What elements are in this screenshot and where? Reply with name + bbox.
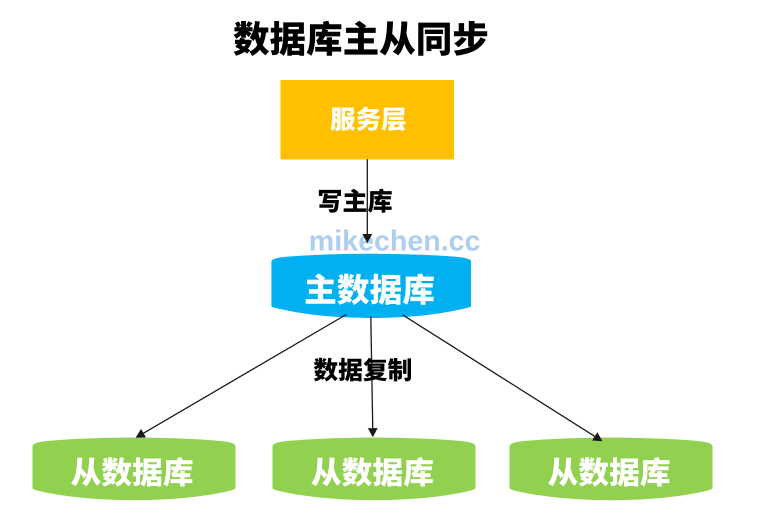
svg-text:mikechen.cc: mikechen.cc: [309, 226, 481, 258]
